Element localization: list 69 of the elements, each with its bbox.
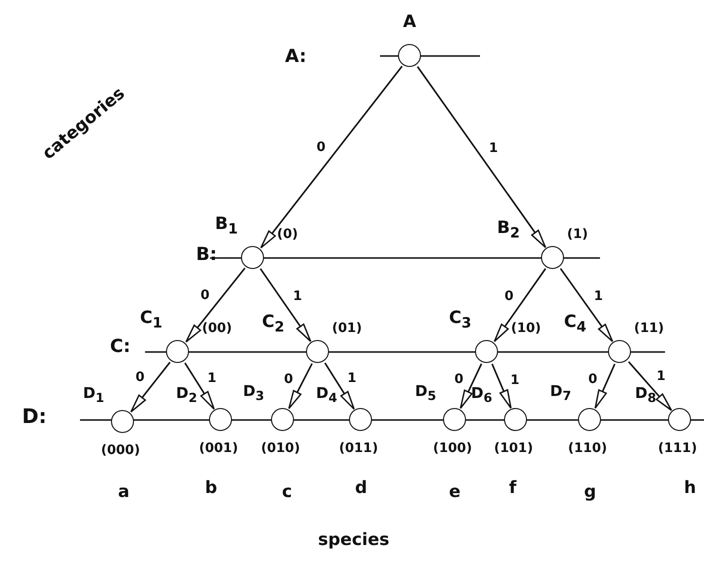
arrow <box>416 66 546 248</box>
species-letter: a <box>118 484 130 501</box>
binary-code: (01) <box>332 322 362 335</box>
node-name: C$_{2}$ <box>262 314 284 335</box>
binary-code: (101) <box>494 442 534 455</box>
edge-label: 0 <box>134 371 146 384</box>
arrow <box>594 364 616 409</box>
edge-label: 0 <box>315 141 326 154</box>
edge-label: 1 <box>509 374 520 386</box>
binary-code: (11) <box>634 322 664 335</box>
arrow <box>288 363 313 410</box>
binary-code: (111) <box>658 442 698 455</box>
binary-code: (100) <box>433 442 472 455</box>
node-name: D$_{7}$ <box>550 384 572 402</box>
node-name: C$_{4}$ <box>564 314 586 335</box>
edge-label: 0 <box>283 372 294 386</box>
edge-label: 0 <box>504 290 515 303</box>
species-letter: b <box>205 480 218 497</box>
axis-label: species <box>318 532 390 549</box>
edge-label: 1 <box>488 142 499 155</box>
edge-label: 0 <box>200 289 211 302</box>
node-name: D$_{3}$ <box>243 384 264 402</box>
node-name: C$_{1}$ <box>140 310 162 331</box>
binary-code: (00) <box>202 322 232 335</box>
species-letter: c <box>282 484 292 501</box>
arrow <box>324 362 355 410</box>
arrow <box>460 363 482 409</box>
species-letter: f <box>509 480 516 497</box>
binary-code: (10) <box>511 322 541 335</box>
level-label: B: <box>196 246 217 264</box>
species-letter: e <box>449 484 461 501</box>
binary-code: (110) <box>568 442 608 455</box>
species-letter: h <box>684 480 696 497</box>
node-name: D$_{5}$ <box>415 384 436 402</box>
binary-code: (0) <box>277 228 298 241</box>
node-name: C$_{3}$ <box>449 310 472 331</box>
level-label: C: <box>110 338 130 356</box>
node-name: D$_{2}$ <box>176 386 198 404</box>
node-name: D$_{8}$ <box>635 386 656 404</box>
edge-label: 0 <box>453 373 464 386</box>
arrow <box>628 361 672 411</box>
binary-code: (001) <box>199 442 238 455</box>
edge-label: 1 <box>655 370 667 383</box>
node-name: B$_{1}$ <box>215 216 238 237</box>
node-name: A <box>403 14 416 31</box>
binary-code: (011) <box>339 442 378 455</box>
binary-code: (000) <box>101 444 140 457</box>
arrow <box>185 268 246 343</box>
edge-label: 1 <box>206 372 218 385</box>
node-name: D$_{6}$ <box>471 386 492 404</box>
arrow <box>560 268 614 342</box>
arrow <box>260 268 312 342</box>
node-name: B$_{2}$ <box>497 220 520 241</box>
edge-label: 1 <box>592 290 604 303</box>
arrow <box>130 362 171 412</box>
level-label: A: <box>285 48 306 66</box>
species-letter: d <box>355 480 368 497</box>
level-label: D: <box>22 406 47 426</box>
species-letter: g <box>584 484 596 501</box>
node-name: D$_{1}$ <box>83 386 104 404</box>
arrow <box>491 364 512 409</box>
binary-code: (1) <box>567 228 588 241</box>
node-name: D$_{4}$ <box>316 386 338 404</box>
edge-label: 1 <box>346 372 358 385</box>
arrow <box>184 362 215 410</box>
edge-label: 0 <box>587 373 598 386</box>
arrow <box>260 66 403 248</box>
arrow <box>494 268 546 342</box>
binary-code: (010) <box>261 442 300 455</box>
